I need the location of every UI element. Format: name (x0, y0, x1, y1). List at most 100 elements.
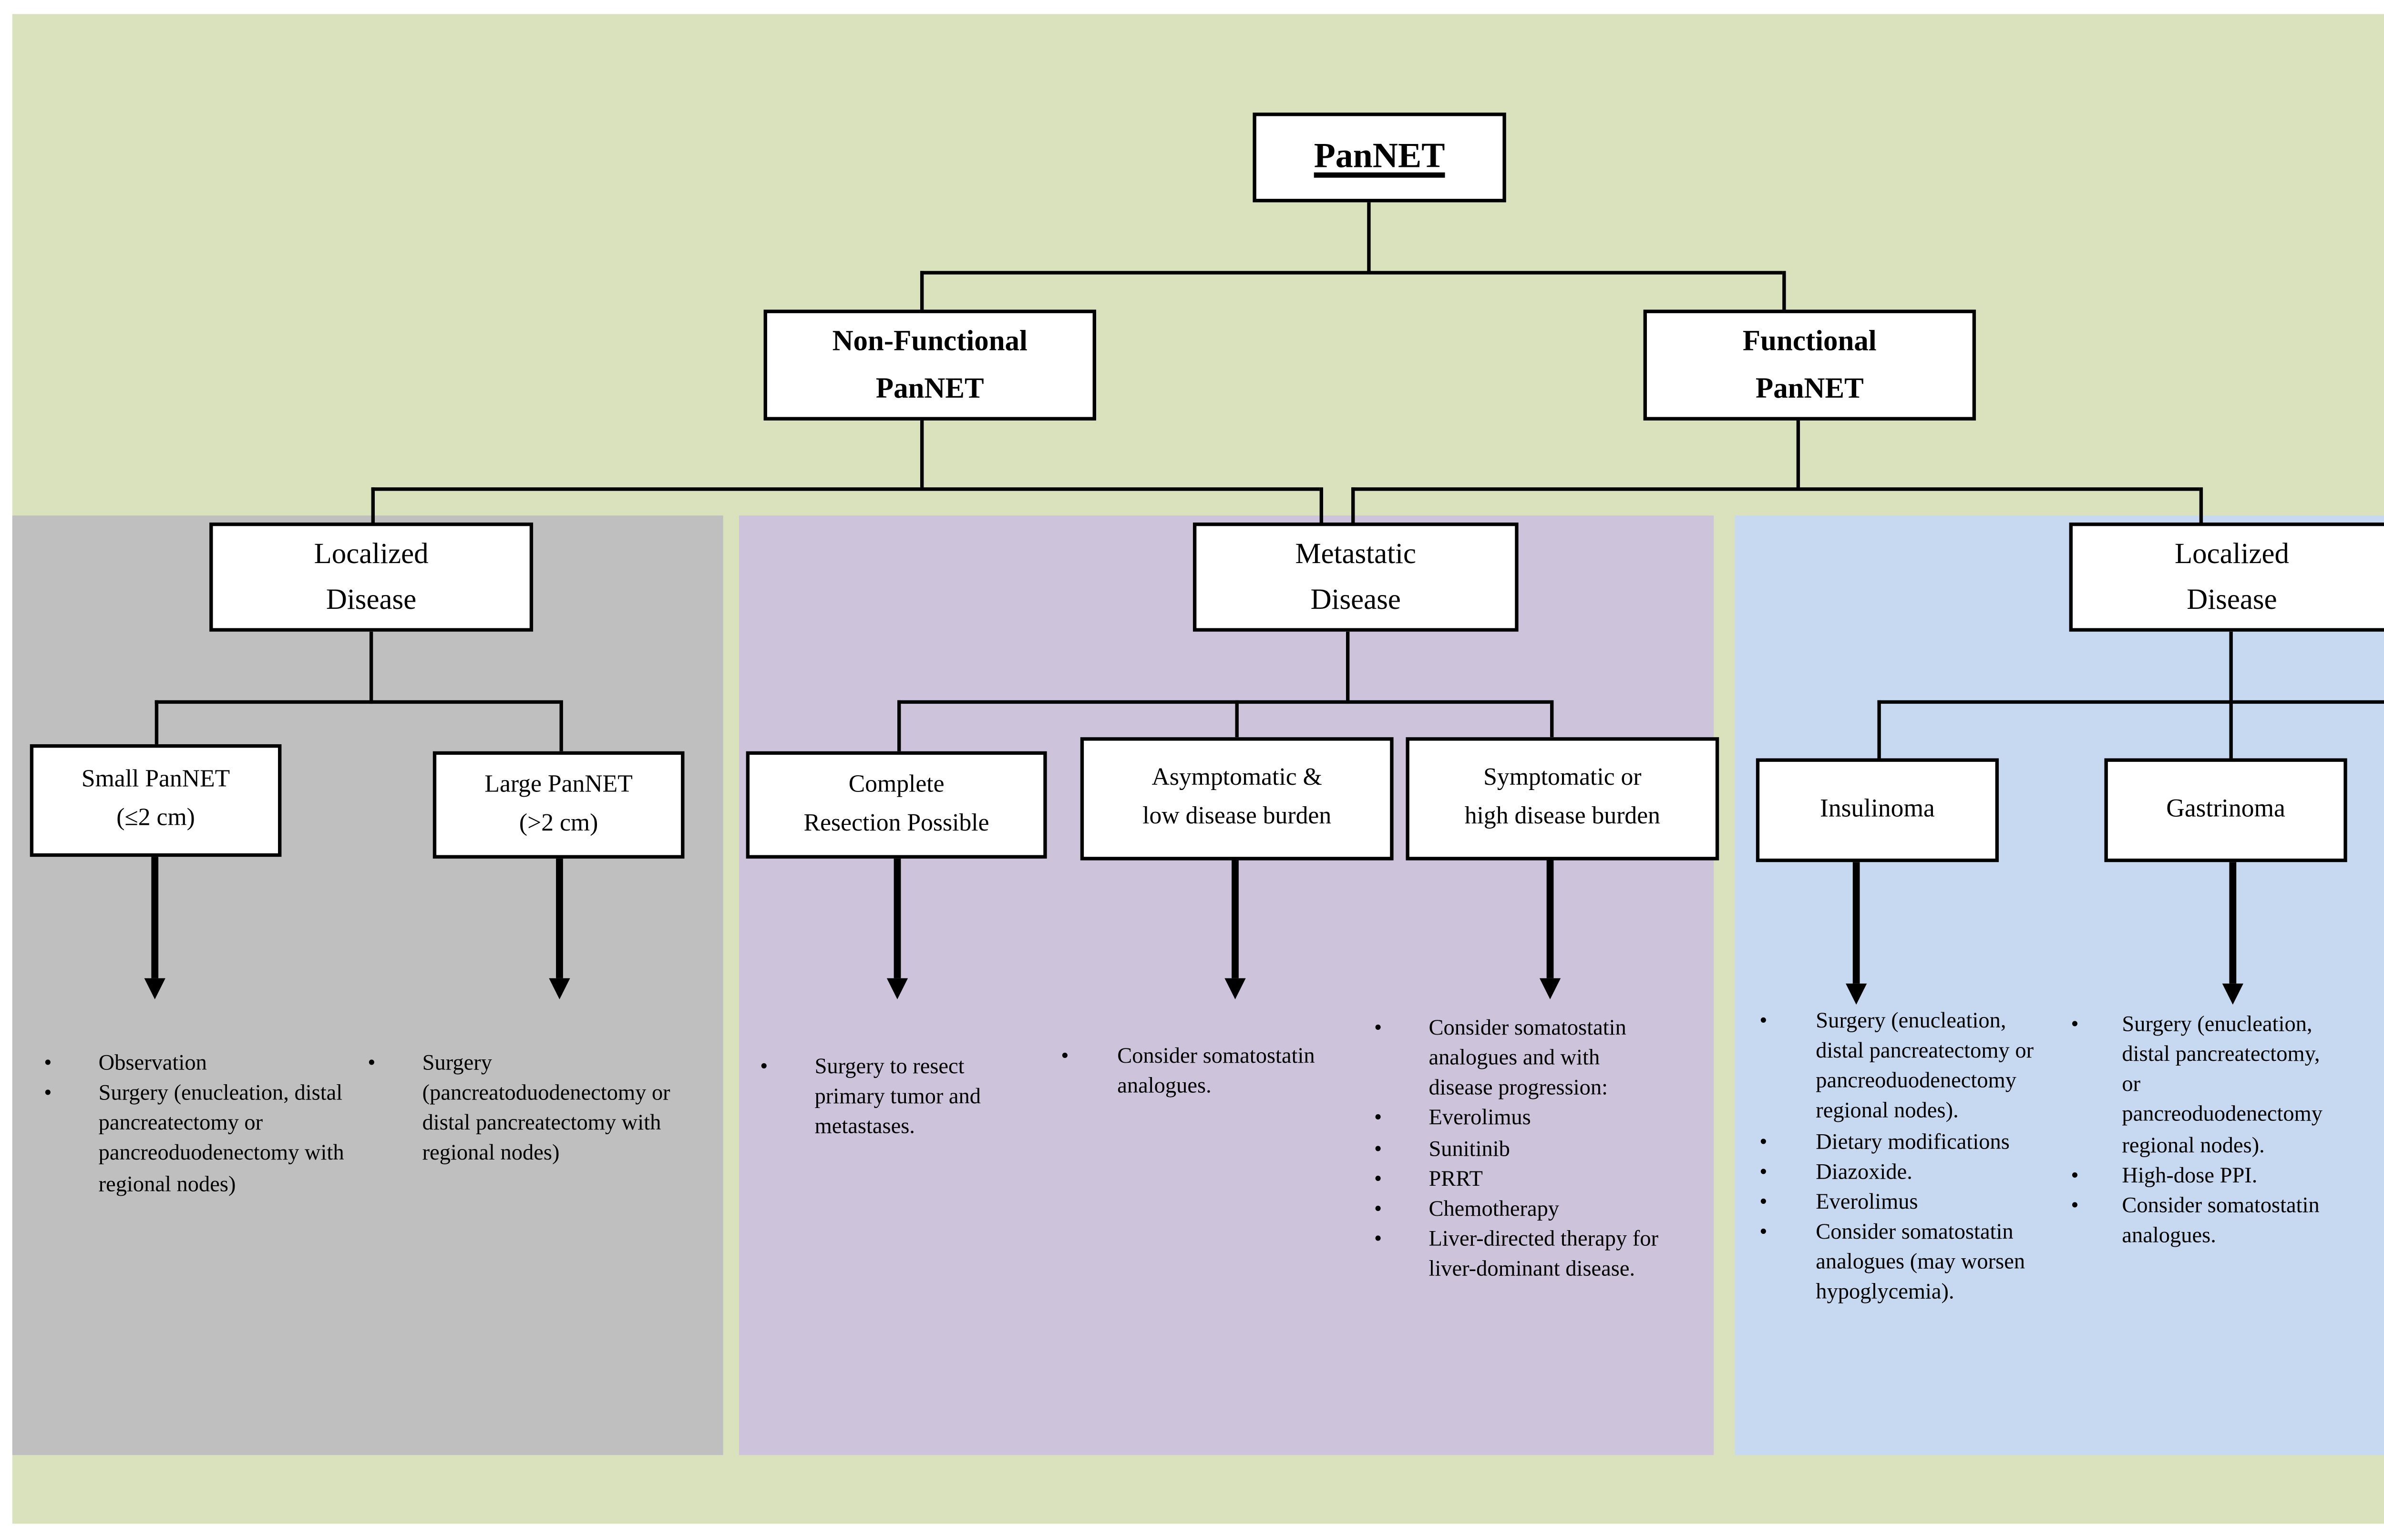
bullet-text: Consider somatostatin analogues. (1117, 1043, 1315, 1099)
functional-label-line1: Functional (1742, 324, 1877, 358)
arrow-large-pannet (547, 858, 572, 1000)
bullet-dot: • (1374, 1196, 1382, 1221)
complete-resection-line2: Resection Possible (803, 810, 989, 837)
bullets-symptomatic: • Consider somatostatin analogues and wit… (1374, 1014, 1665, 1285)
small-pannet-line2: (≤2 cm) (116, 806, 195, 832)
connector-blue-localized-stem (2229, 631, 2232, 759)
arrow-asymptomatic (1223, 860, 1248, 1000)
bullet-text: Surgery (enucleation, distal pancreatect… (1816, 1008, 2034, 1123)
bullet-text: Everolimus (1428, 1105, 1531, 1130)
insulinoma-label: Insulinoma (1820, 796, 1935, 824)
connector-root-stem (1367, 202, 1370, 273)
asymptomatic-box: Asymptomatic & low disease burden (1080, 737, 1394, 861)
gastrinoma-label: Gastrinoma (2166, 796, 2285, 824)
bullet-dot: • (1759, 1129, 1767, 1153)
bullet-item: •Consider somatostatin analogues. (2071, 1191, 2322, 1251)
bullet-text: Observation (98, 1050, 207, 1075)
bullet-dot: • (1374, 1166, 1382, 1191)
large-pannet-box: Large PanNET (>2 cm) (432, 751, 685, 859)
bullet-item: • Liver-directed therapy for liver-domina… (1374, 1224, 1665, 1284)
connector-drop-symptomatic (1550, 700, 1553, 738)
bullets-gastrinoma: • Surgery (enucleation, distal pancreatec… (2071, 1010, 2322, 1251)
blue-header-line1: Localized (2174, 536, 2290, 570)
bullet-text: Sunitinib (1428, 1136, 1510, 1160)
bullet-dot: • (1759, 1159, 1767, 1184)
connector-purple-horizontal (897, 700, 1551, 704)
bullet-item: •Everolimus (1759, 1187, 2034, 1217)
bullet-item: • Chemotherapy (1374, 1194, 1665, 1224)
non-functional-label-line1: Non-Functional (832, 324, 1028, 358)
bullet-item: • Consider somatostatin analogues. (1061, 1042, 1381, 1102)
connector-drop-metastatic-right (1351, 487, 1354, 523)
metastatic-header-line2: Disease (1310, 582, 1401, 616)
bullet-item: •PRRT (1374, 1164, 1665, 1194)
bullet-dot: • (1061, 1043, 1069, 1068)
connector-drop-gray-localized (371, 487, 374, 523)
connector-functional-stem (1796, 420, 1799, 489)
bullet-item: •Everolimus (1374, 1104, 1665, 1134)
bullet-dot: • (1374, 1226, 1382, 1251)
bullet-dot: • (2071, 1162, 2079, 1187)
bullet-dot: • (1759, 1189, 1767, 1214)
bullet-item: • Diazoxide. (1759, 1157, 2034, 1187)
bullets-asymptomatic: • Consider somatostatin analogues. (1061, 1042, 1381, 1102)
bullet-dot: • (1374, 1015, 1382, 1040)
bullets-small-pannet: • Observation •Surgery (enucleation, dista… (44, 1048, 348, 1199)
bullet-text: Surgery (enucleation, distal pancreatect… (2122, 1011, 2323, 1157)
bullet-item: •Surgery to resect primary tumor and met… (760, 1052, 984, 1143)
gray-header-line1: Localized (314, 536, 429, 570)
arrow-complete-resection (885, 858, 910, 1000)
bullet-item: •High-dose PPI. (2071, 1160, 2322, 1191)
bullet-dot: • (368, 1050, 376, 1075)
connector-drop-metastatic-left (1319, 487, 1323, 523)
connector-drop-blue-localized (2199, 487, 2202, 523)
bullets-insulinoma: • Surgery (enucleation, distal pancreatec… (1759, 1006, 2034, 1308)
insulinoma-box: Insulinoma (1756, 758, 1999, 862)
connector-functional-horizontal (1351, 487, 2199, 491)
bullet-text: Consider somatostatin analogues (may wor… (1816, 1219, 2025, 1304)
bullet-dot: • (2071, 1011, 2079, 1037)
connector-drop-complete-resection (897, 700, 900, 751)
asymptomatic-line1: Asymptomatic & (1151, 766, 1322, 792)
panel-non-functional-localized (12, 515, 723, 1455)
bullet-dot: • (1759, 1219, 1767, 1244)
symptomatic-box: Symptomatic or high disease burden (1406, 737, 1719, 861)
complete-resection-line1: Complete (848, 772, 945, 799)
bullet-dot: • (1759, 1008, 1767, 1033)
non-functional-pannet-box: Non-Functional PanNET (763, 309, 1096, 421)
connector-level1-horizontal (920, 271, 1783, 275)
complete-resection-box: Complete Resection Possible (746, 751, 1047, 859)
connector-gray-localized-stem (369, 631, 372, 704)
connector-non-functional-horizontal (371, 487, 1320, 491)
bullet-text: Chemotherapy (1428, 1196, 1560, 1221)
symptomatic-line2: high disease burden (1464, 804, 1661, 831)
bullet-text: Liver-directed therapy for liver-dominan… (1428, 1226, 1659, 1281)
bullet-item: • Observation (44, 1048, 348, 1078)
non-functional-label-line2: PanNET (875, 370, 984, 404)
small-pannet-box: Small PanNET (≤2 cm) (30, 744, 282, 857)
bullet-item: • Sunitinib (1374, 1134, 1665, 1164)
bullet-item: • Surgery (enucleation, distal pancreatec… (2071, 1010, 2322, 1160)
large-pannet-line2: (>2 cm) (519, 810, 598, 837)
connector-drop-functional (1782, 271, 1786, 310)
bullet-dot: • (760, 1054, 768, 1079)
bullet-dot: • (1374, 1136, 1382, 1160)
bullet-dot: • (44, 1050, 52, 1075)
metastatic-header-line1: Metastatic (1295, 536, 1417, 570)
gastrinoma-box: Gastrinoma (2104, 758, 2347, 862)
bullet-dot: • (2071, 1192, 2079, 1217)
bullet-item: •Surgery (enucleation, distal pancreatec… (44, 1079, 348, 1200)
panel-functional-localized (1735, 515, 2384, 1455)
connector-drop-large-pannet (559, 700, 563, 751)
connector-drop-asymptomatic (1235, 700, 1238, 738)
connector-metastatic-stem (1346, 631, 1349, 704)
connector-non-functional-stem (920, 420, 923, 489)
bullet-text: Dietary modifications (1816, 1129, 2010, 1153)
connector-drop-non-functional (920, 271, 923, 310)
pannet-root-box: PanNET (1253, 113, 1506, 203)
bullet-text: Diazoxide. (1816, 1159, 1912, 1184)
functional-pannet-box: Functional PanNET (1643, 309, 1976, 421)
arrow-symptomatic (1538, 860, 1562, 1000)
bullet-text: Consider somatostatin analogues and with… (1428, 1015, 1626, 1100)
connector-drop-small-pannet (154, 700, 158, 744)
